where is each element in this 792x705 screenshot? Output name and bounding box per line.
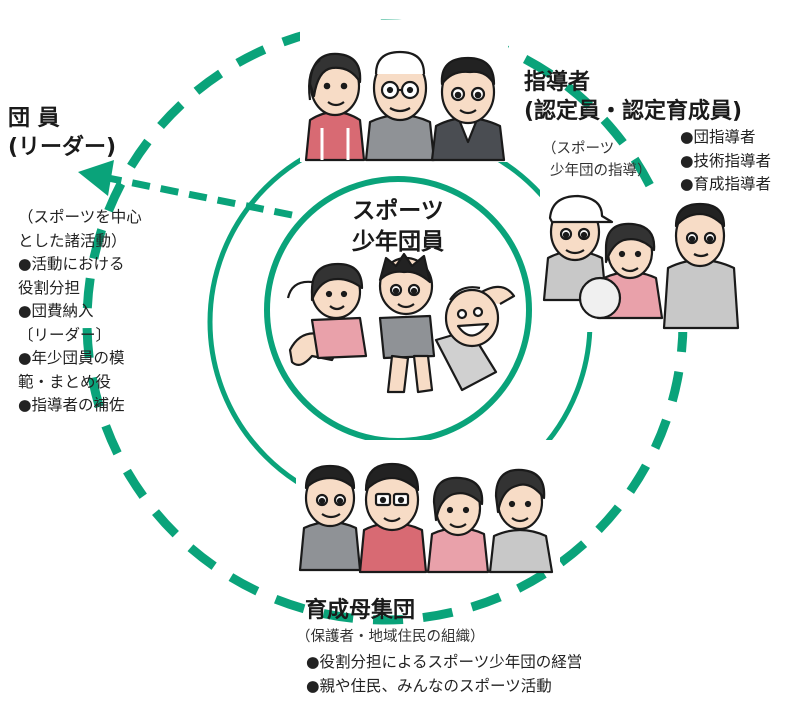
members-item: とした諸活動） <box>18 231 127 250</box>
parents-title: 育成母集団 <box>305 598 416 623</box>
parents-list: ●役割分担によるスポーツ少年団の経営 ●親や住民、みんなのスポーツ活動 <box>306 651 582 698</box>
leaders-item: ●団指導者 <box>680 128 756 146</box>
leaders-list: ●団指導者 ●技術指導者 ●育成指導者 <box>680 126 771 197</box>
members-item: 役割分担 <box>18 278 81 297</box>
leaders-title-line-1: 指導者 <box>524 70 591 95</box>
arrow-icon <box>78 160 293 219</box>
leaders-item: ●技術指導者 <box>680 151 772 170</box>
members-title-line-2: (リーダー) <box>8 135 117 160</box>
leaders-note: （スポーツ 少年団の指導） <box>542 138 652 182</box>
members-title: 団 員 (リーダー) <box>8 104 116 162</box>
parents-item: ●役割分担によるスポーツ少年団の経営 <box>306 653 583 671</box>
members-item: ●指導者の補佐 <box>18 396 125 414</box>
children-illustration <box>286 252 516 394</box>
parents-item: ●親や住民、みんなのスポーツ活動 <box>306 676 552 695</box>
members-item: 範・まとめ役 <box>18 372 112 391</box>
members-item: ●活動における <box>18 255 125 273</box>
members-list: （スポーツを中心 とした諸活動） ●活動における 役割分担 ●団費納入 〔リーダ… <box>18 206 142 418</box>
members-item: ●団費納入 <box>18 302 94 320</box>
leaders-item: ●育成指導者 <box>680 175 772 193</box>
leaders-title: 指導者 (認定員・認定育成員) <box>524 68 742 126</box>
center-title-line-1: スポーツ <box>352 198 444 224</box>
parents-note: （保護者・地域住民の組織） <box>296 629 485 645</box>
leaders-note-line: （スポーツ <box>542 141 615 157</box>
leaders-note-line: 少年団の指導） <box>550 163 652 179</box>
center-title: スポーツ 少年団員 <box>333 196 463 258</box>
members-item: （スポーツを中心 <box>18 208 142 226</box>
center-title-line-2: 少年団員 <box>352 229 444 255</box>
leaders-title-line-2: (認定員・認定育成員) <box>524 99 743 124</box>
coaches-illustration <box>540 190 740 332</box>
members-item: 〔リーダー〕 <box>18 325 112 344</box>
leaders-illustration <box>300 20 508 162</box>
members-item: ●年少団員の模 <box>18 349 125 367</box>
parents-illustration <box>296 440 560 574</box>
members-title-line-1: 団 員 <box>8 106 60 131</box>
